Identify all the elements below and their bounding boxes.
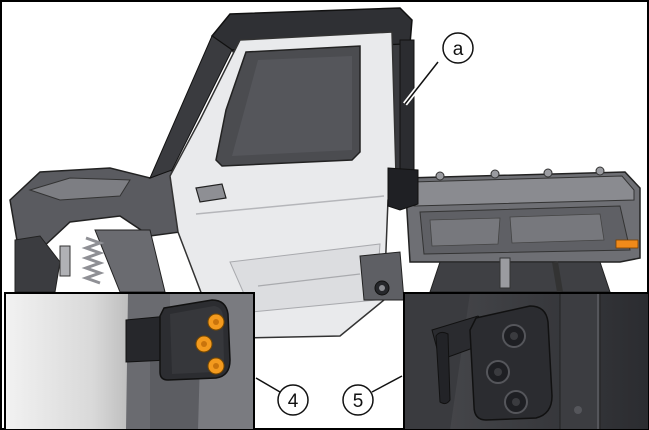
inset-hinge-5 [403, 292, 649, 430]
cargo-bed [404, 166, 641, 293]
front-fender [9, 167, 191, 293]
utility-vehicle [9, 7, 641, 339]
door-hinge-icon [431, 305, 553, 421]
callout-5: 5 [342, 373, 404, 416]
inset-hinge-4 [4, 292, 255, 430]
door-handle [195, 183, 227, 203]
callout-4: 4 [254, 375, 309, 416]
callout-label-a: a [453, 39, 464, 60]
front-spring [81, 236, 105, 285]
cab-door [169, 31, 397, 339]
door-hinge-icon [159, 299, 231, 381]
rear-light [615, 239, 639, 249]
callout-a: a [403, 32, 474, 106]
callout-label-4: 4 [288, 391, 299, 412]
callout-label-5: 5 [353, 391, 364, 412]
b-pillar [359, 167, 419, 301]
